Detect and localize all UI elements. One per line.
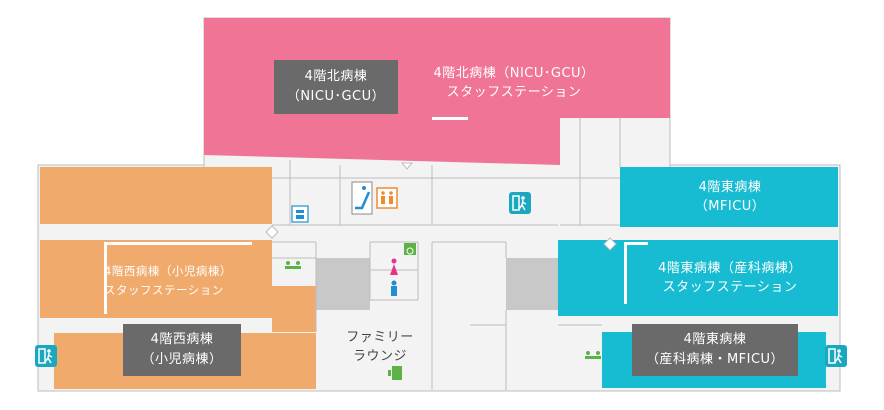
- emergency-exit-icon: [509, 192, 531, 214]
- east-counter-v: [624, 242, 627, 304]
- vending-icon: [388, 366, 402, 380]
- family-lounge-label: ファミリー ラウンジ: [346, 330, 414, 364]
- west-counter-h: [104, 242, 252, 245]
- gray-room-east: [506, 258, 558, 310]
- north-station-counter: [432, 117, 468, 120]
- east-door-marker: [603, 237, 617, 251]
- east-ward-label: 4階東病棟 （MFICU）: [694, 180, 766, 214]
- west-counter-v: [104, 242, 107, 314]
- east-ward-station-label: 4階東病棟（産科病棟） スタッフステーション: [658, 261, 802, 295]
- gray-room-west: [316, 258, 370, 310]
- west-door-marker: [265, 225, 279, 239]
- north-ward-station-label: 4階北病棟（NICU･GCU） スタッフステーション: [433, 66, 595, 100]
- east-ward-tag: 4階東病棟 （産科病棟・MFICU）: [632, 324, 798, 376]
- west-ward-room-top: [40, 167, 272, 224]
- partitions: [272, 118, 621, 390]
- east-ward-station-area: [558, 240, 838, 316]
- meeting-icon: [285, 261, 301, 269]
- north-ward-area: [204, 18, 670, 165]
- meeting-icon: [585, 351, 601, 359]
- east-counter-h: [624, 242, 648, 245]
- elevator-icon: [376, 187, 398, 209]
- west-ward-tag: 4階西病棟 （小児病棟）: [123, 324, 241, 376]
- north-ward-tag: 4階北病棟 （NICU･GCU）: [274, 60, 398, 114]
- north-door-marker: [400, 162, 414, 170]
- emergency-exit-icon: [825, 345, 847, 367]
- escalator-icon: [351, 181, 373, 215]
- emergency-exit-icon: [35, 345, 57, 367]
- restroom-icon: [390, 258, 398, 296]
- phone-icon: [291, 205, 309, 223]
- east-ward-room-top: [620, 167, 838, 227]
- wheelchair-icon: [404, 243, 416, 255]
- west-ward-station-area: [40, 240, 272, 318]
- west-ward-station-label: 4階西病棟（小児病棟） スタッフステーション: [104, 264, 232, 297]
- west-ward-room-side: [272, 286, 316, 332]
